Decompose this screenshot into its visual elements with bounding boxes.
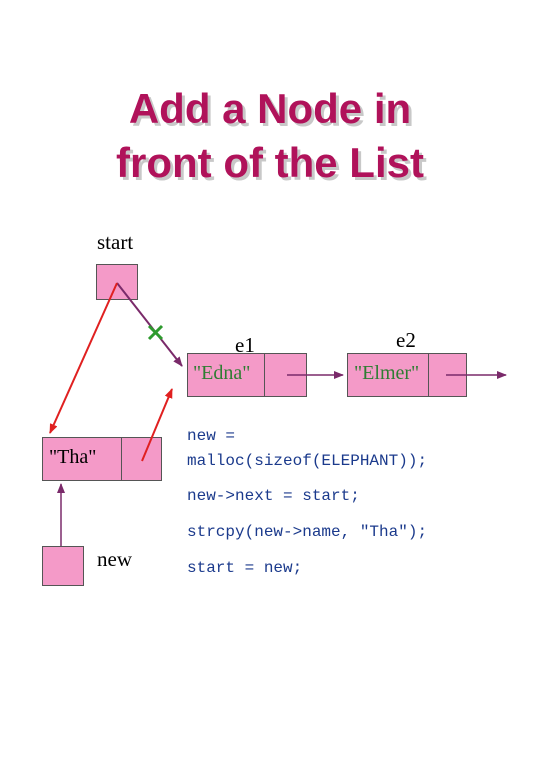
e2-divider — [428, 354, 429, 396]
e1-name: "Edna" — [193, 362, 251, 384]
removed-pointer-x-icon — [147, 324, 164, 341]
tha-node — [42, 437, 162, 481]
e2-label: e2 — [396, 328, 416, 352]
code-line-3: new->next = start; — [187, 487, 360, 505]
e1-label: e1 — [235, 333, 255, 357]
code-line-4: strcpy(new->name, "Tha"); — [187, 523, 428, 541]
e1-divider — [264, 354, 265, 396]
start-pointer-box — [96, 264, 138, 300]
new-pointer-box — [42, 546, 84, 586]
e2-name: "Elmer" — [354, 362, 420, 384]
code-line-5: start = new; — [187, 559, 303, 577]
start-label: start — [97, 230, 134, 254]
title-line-1: Add a Node in — [128, 85, 412, 132]
start-to-tha-arrow — [49, 282, 118, 434]
start-to-e1-arrow — [116, 282, 183, 367]
code-line-2: malloc(sizeof(ELEPHANT)); — [187, 452, 428, 470]
tha-divider — [121, 438, 122, 480]
title-line-2: front of the List — [116, 139, 424, 186]
tha-name: "Tha" — [49, 446, 97, 468]
tha-to-e1-arrow — [141, 388, 173, 462]
new-label: new — [97, 547, 132, 571]
code-line-1: new = — [187, 427, 236, 445]
